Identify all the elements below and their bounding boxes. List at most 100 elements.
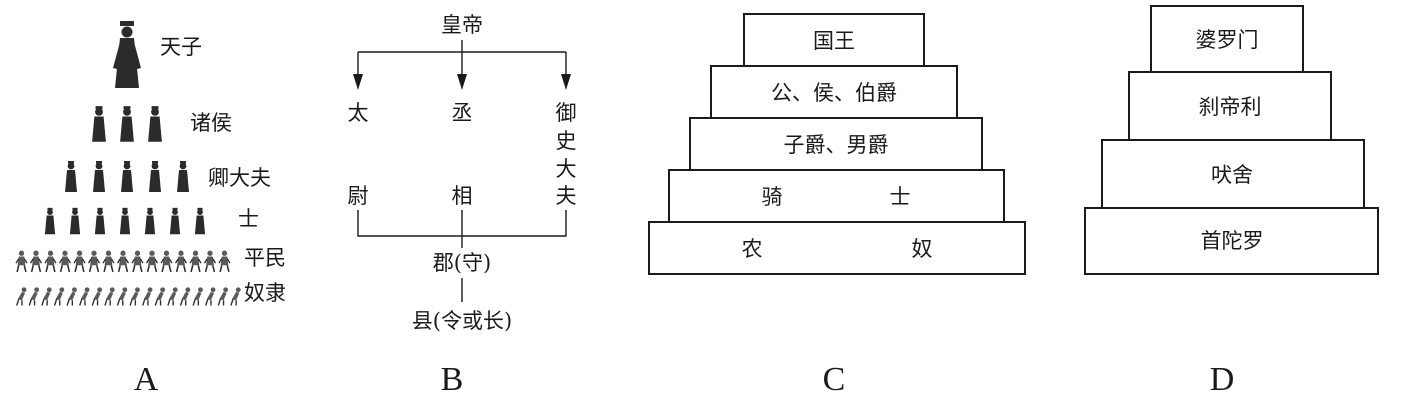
qingdafu-figure [177, 161, 189, 192]
pingmin-figure [29, 249, 43, 273]
shi-figure [69, 207, 81, 235]
shi-figure [194, 207, 206, 235]
tier-label-nuli: 奴隶 [244, 281, 286, 305]
pingmin-figure [15, 249, 28, 273]
panel-b-letter: B [441, 361, 464, 398]
tier-box-brahmin [1150, 5, 1304, 73]
shi-figure [119, 207, 131, 235]
nuli-figure [217, 286, 229, 307]
tier-label-nobles: 公、侯、伯爵 [771, 81, 897, 105]
yushidafu-char-3: 大 [556, 157, 577, 181]
panel-a-social-pyramid: 天子 诸侯 卿大夫 士 平民 奴隶 A [15, 21, 286, 398]
shi-figure [94, 207, 106, 235]
shi-figure [44, 207, 56, 235]
yushidafu-char-1: 御 [556, 101, 577, 125]
zhuhou-figure [120, 106, 134, 142]
nuli-figure [142, 286, 154, 307]
arrow-left [353, 52, 363, 90]
pingmin-figure [174, 249, 188, 273]
tier-box-vaishya [1101, 139, 1365, 209]
pingmin-figure [203, 249, 217, 273]
nuli-figure [41, 286, 53, 307]
tier-box-kshatriya [1128, 71, 1332, 141]
panel-d-caste-system: 婆罗门 刹帝利 吠舍 首陀罗 D [1084, 5, 1379, 398]
tianzi-figure [113, 21, 141, 88]
nuli-figure [192, 286, 204, 307]
pingmin-figures [15, 249, 231, 273]
tier-label-lesser-nobles: 子爵、男爵 [784, 133, 889, 157]
tier-label-serfs-2: 奴 [912, 237, 933, 261]
tier-label-tianzi: 天子 [160, 35, 202, 59]
tier-label-brahmin: 婆罗门 [1196, 28, 1259, 52]
yushidafu-char-2: 史 [556, 129, 577, 153]
ministers-connector [357, 210, 567, 248]
nuli-figure [116, 286, 128, 307]
shi-figures [44, 207, 206, 235]
tier-label-shi: 士 [238, 207, 259, 231]
qingdafu-figure [93, 161, 105, 192]
tier-label-king: 国王 [813, 29, 855, 53]
zhuhou-figures [92, 106, 162, 142]
pingmin-figure [218, 249, 231, 273]
nuli-figure [79, 286, 91, 307]
nuli-figure [16, 286, 28, 307]
zhuhou-figure [148, 106, 162, 142]
pingmin-figure [44, 249, 57, 273]
nuli-figure [53, 286, 65, 307]
pingmin-figure [116, 249, 130, 273]
tier-label-knights-1: 骑 [762, 185, 783, 209]
pingmin-figure [87, 249, 101, 273]
nuli-figure [129, 286, 141, 307]
tier-label-vaishya: 吠舍 [1211, 163, 1253, 187]
arrow-middle [457, 52, 467, 90]
chengxiang-char-2: 相 [452, 184, 473, 208]
tier-label-shudra: 首陀罗 [1201, 229, 1264, 253]
qingdafu-figure [121, 161, 133, 192]
pingmin-figure [102, 249, 115, 273]
tier-box-nobles [710, 65, 958, 119]
county-label: 县(令或长) [412, 309, 512, 333]
nuli-figure [167, 286, 179, 307]
panel-d-letter: D [1210, 361, 1235, 398]
tier-box-knights [668, 169, 1005, 223]
tier-label-zhuhou: 诸侯 [190, 111, 232, 135]
chengxiang-char-1: 丞 [452, 101, 473, 125]
arrow-right [561, 52, 571, 90]
nuli-figure [91, 286, 103, 307]
emperor-label: 皇帝 [441, 13, 483, 37]
pingmin-figure [189, 249, 202, 273]
panel-c-letter: C [823, 361, 846, 398]
pingmin-figure [73, 249, 86, 273]
zhuhou-figure [92, 106, 106, 142]
qingdafu-figures [65, 161, 189, 192]
tier-label-serfs-1: 农 [742, 237, 763, 261]
shi-figure [169, 207, 181, 235]
pingmin-figure [58, 249, 72, 273]
nuli-figure [154, 286, 166, 307]
tier-label-pingmin: 平民 [244, 246, 286, 270]
nuli-figures [16, 286, 242, 307]
qingdafu-figure [149, 161, 161, 192]
nuli-figure [179, 286, 191, 307]
nuli-figure [28, 286, 40, 307]
top-connector [358, 40, 566, 53]
nuli-figure [104, 286, 116, 307]
tier-box-shudra [1084, 207, 1379, 275]
yushidafu-char-4: 夫 [556, 184, 577, 208]
panel-a-letter: A [134, 361, 159, 398]
nuli-figure [230, 286, 242, 307]
panel-b-qin-bureaucracy: 皇帝 太 尉 丞 相 御 史 大 夫 郡(守) 县(令或长) B [348, 13, 577, 398]
taiwei-char-1: 太 [348, 101, 369, 125]
tier-label-knights-2: 士 [890, 185, 911, 209]
panel-c-feudal-hierarchy: 国王 公、侯、伯爵 子爵、男爵 骑 士 农 奴 C [648, 13, 1026, 398]
qingdafu-figure [65, 161, 77, 192]
tier-label-qingdafu: 卿大夫 [208, 166, 271, 190]
shi-figure [144, 207, 156, 235]
pingmin-figure [131, 249, 144, 273]
nuli-figure [66, 286, 78, 307]
nuli-figure [205, 286, 217, 307]
tier-label-kshatriya: 刹帝利 [1199, 95, 1262, 119]
prefecture-label: 郡(守) [433, 251, 491, 275]
tier-box-serfs [648, 221, 1026, 275]
